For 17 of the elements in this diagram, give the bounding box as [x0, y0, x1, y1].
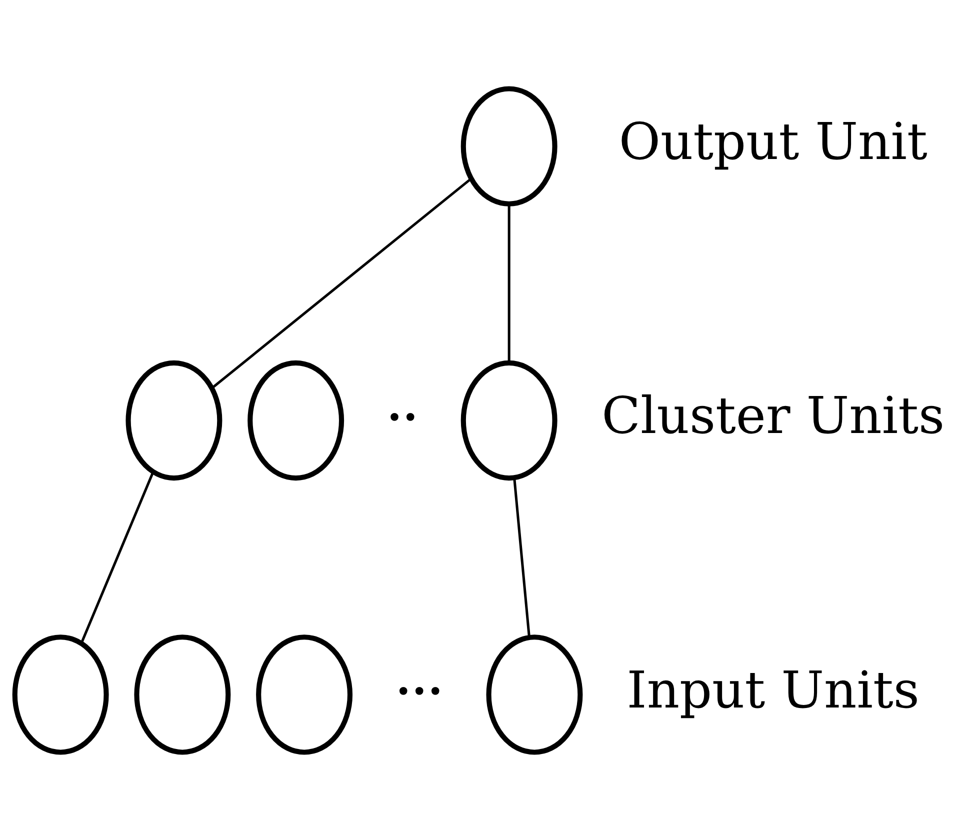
label: Output Unit: [618, 112, 928, 171]
node-circle: [486, 634, 583, 754]
connector: [508, 204, 510, 362]
label: Input Units: [626, 660, 920, 719]
node-circle: [126, 360, 222, 480]
label: ••: [386, 402, 418, 434]
node-circle: [460, 360, 558, 480]
node-circle: [256, 634, 353, 754]
node-circle: [134, 634, 231, 754]
node-circle: [248, 360, 344, 480]
node-circle: [460, 86, 558, 206]
label: •••: [395, 676, 444, 708]
connector: [211, 178, 472, 389]
node-circle: [12, 634, 109, 754]
label: Cluster Units: [602, 386, 945, 445]
connector: [80, 470, 154, 644]
connector: [513, 478, 531, 638]
